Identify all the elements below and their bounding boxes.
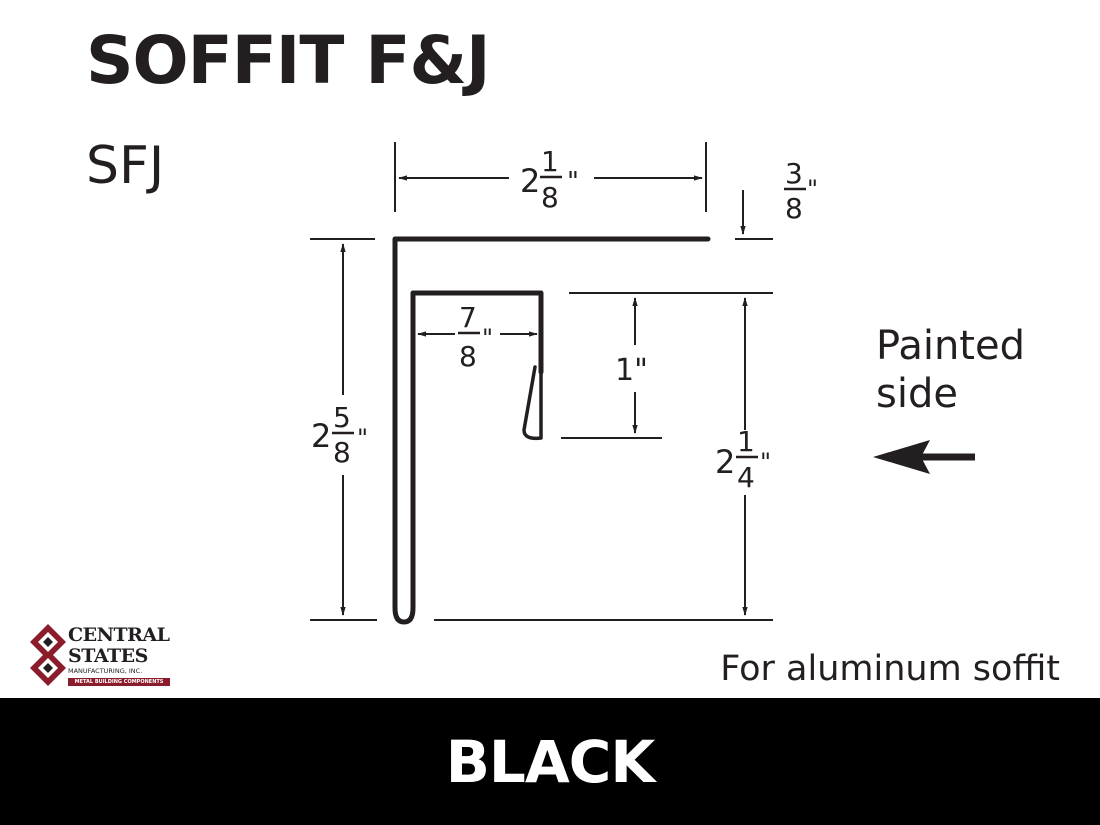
overall-height-num: 5 [333,401,351,434]
top-width-num: 1 [541,145,559,178]
dim-hem-drop [561,292,773,439]
channel-height-num: 1 [737,425,755,458]
top-width-unit: " [567,167,579,197]
top-leg-den: 8 [785,192,803,225]
channel-height-unit: " [760,448,771,476]
painted-side-label: Painted side [876,322,1025,418]
logo-mark-icon [30,624,66,686]
dim-top-width-label: 2 1 8 " [520,145,579,214]
dim-channel-height-label: 2 1 4 " [715,425,771,494]
hem-drop-label: 1" [615,353,648,388]
product-code: SFJ [86,136,165,196]
profile-lip [522,365,543,441]
color-label: BLACK [445,727,656,796]
company-logo: CENTRAL STATES MANUFACTURING, INC. METAL… [28,622,178,688]
dim-channel-height [434,297,773,621]
overall-height-den: 8 [333,436,351,469]
dim-inner-width-label: 7 8 " [458,301,493,373]
channel-height-den: 4 [737,461,755,494]
overall-height-unit: " [357,424,368,452]
logo-tagline: METAL BUILDING COMPONENTS [74,679,164,685]
inner-width-num: 7 [459,301,477,334]
soffit-profile [392,236,711,625]
usage-note: For aluminum soffit [720,649,1060,689]
dim-overall-height [310,238,377,621]
page-title: SOFFIT F&J [86,22,491,99]
dim-top-leg-label: 3 8 " [784,157,818,225]
dim-top-leg [735,190,773,240]
dim-top-width [394,142,707,212]
painted-side-line2: side [876,371,958,417]
inner-width-den: 8 [459,340,477,373]
logo-line2: STATES [68,645,148,667]
dim-overall-height-label: 2 5 8 " [311,401,368,469]
painted-side-line1: Painted [876,323,1025,369]
logo-tagline-bar: METAL BUILDING COMPONENTS [68,678,170,686]
channel-height-whole: 2 [715,443,735,481]
top-leg-num: 3 [785,157,803,190]
color-footer: BLACK [0,698,1100,825]
painted-side-arrow-icon [873,440,975,474]
logo-line3: MANUFACTURING, INC. [68,667,143,675]
top-width-whole: 2 [520,162,540,200]
top-leg-unit: " [807,175,818,203]
logo-line1: CENTRAL [68,624,170,646]
top-width-den: 8 [541,181,559,214]
inner-width-unit: " [482,324,493,352]
profile-outer [392,236,711,625]
overall-height-whole: 2 [311,417,331,455]
profile-diagram: 2 1 8 " 3 8 " 7 8 " 1" 2 [310,142,975,625]
